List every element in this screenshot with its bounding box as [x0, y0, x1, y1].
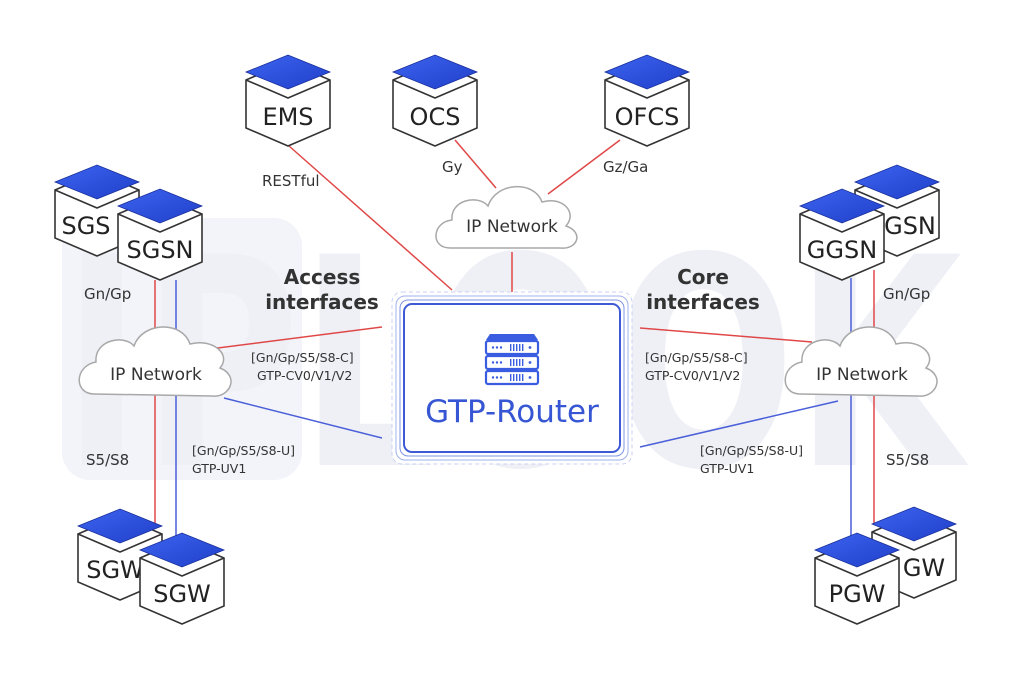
label-right-control-1: [Gn/Gp/S5/S8-C] [645, 350, 748, 365]
line-right-user [639, 400, 839, 448]
label-right-gn-gp: Gn/Gp [883, 285, 930, 303]
line-left-user [223, 397, 383, 439]
connection-lines [154, 137, 875, 540]
line-ofcs-cloud [547, 139, 621, 195]
core-title-line1: Core [677, 265, 729, 289]
cloud-top-label: IP Network [466, 217, 558, 237]
node-ggsn-back: GSN [854, 164, 940, 257]
label-left-user-2: GTP-UV1 [192, 461, 246, 476]
node-ems: EMS [245, 54, 331, 147]
label-gy: Gy [442, 158, 463, 176]
node-sgw-front: SGW [139, 532, 225, 625]
node-pgw-front-label: PGW [829, 580, 886, 608]
gtp-router-box: GTP-Router [391, 291, 633, 465]
node-ggsn-front-label: GGSN [807, 236, 877, 264]
line-ocs-cloud [454, 139, 497, 189]
node-sgsn-back-label: SGS [61, 212, 110, 240]
label-left-control-2: GTP-CV0/V1/V2 [257, 368, 352, 383]
node-ggsn-back-label: GSN [884, 212, 936, 240]
node-ofcs-label: OFCS [615, 103, 680, 131]
cloud-left-label: IP Network [110, 365, 202, 385]
cloud-right: IP Network [784, 326, 938, 397]
line-left-control [201, 326, 383, 351]
cloud-right-label: IP Network [816, 365, 908, 385]
access-title-line1: Access [284, 265, 361, 289]
node-ocs-label: OCS [410, 103, 461, 131]
node-sgw-back: SGW [77, 508, 163, 601]
node-pgw-front: PGW [814, 532, 900, 625]
label-right-s5-s8: S5/S8 [886, 451, 929, 469]
cloud-left: IP Network [78, 326, 232, 397]
core-title-line2: interfaces [646, 290, 760, 314]
node-sgsn-front-label: SGSN [126, 236, 193, 264]
node-sgw-back-label: SGW [86, 556, 144, 584]
label-right-user-1: [Gn/Gp/S5/S8-U] [700, 443, 803, 458]
node-pgw-back: GW [871, 506, 957, 599]
line-ems-router [279, 137, 453, 291]
node-sgsn-front: SGSN [117, 188, 203, 281]
line-right-control [639, 327, 813, 343]
router-label: GTP-Router [425, 394, 599, 430]
label-right-control-2: GTP-CV0/V1/V2 [645, 368, 740, 383]
cloud-top: IP Network [435, 186, 578, 249]
node-ems-label: EMS [262, 103, 313, 131]
label-restful: RESTful [262, 172, 320, 190]
node-pgw-back-label: GW [903, 554, 945, 582]
label-left-control-1: [Gn/Gp/S5/S8-C] [251, 350, 354, 365]
node-ggsn-front: GGSN [799, 188, 885, 281]
label-left-s5-s8: S5/S8 [86, 451, 129, 469]
server-rack-icon [484, 334, 540, 386]
label-left-user-1: [Gn/Gp/S5/S8-U] [192, 443, 295, 458]
node-sgsn-back: SGS [54, 164, 140, 257]
node-ocs: OCS [392, 54, 478, 147]
label-gz-ga: Gz/Ga [603, 158, 648, 176]
node-sgw-front-label: SGW [153, 580, 211, 608]
label-right-user-2: GTP-UV1 [700, 461, 754, 476]
access-title-line2: interfaces [265, 290, 379, 314]
label-left-gn-gp: Gn/Gp [84, 285, 131, 303]
node-ofcs: OFCS [604, 54, 690, 147]
